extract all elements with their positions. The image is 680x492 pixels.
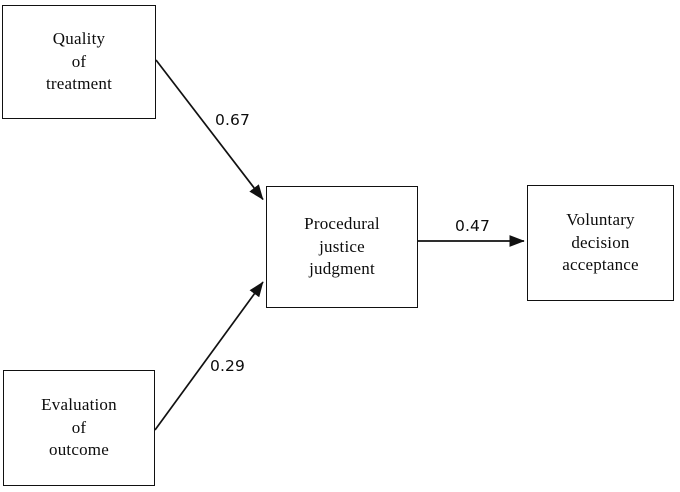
- node-label-line: Voluntary: [566, 210, 635, 230]
- node-label-line: of: [71, 51, 87, 71]
- node-evaluation-of-outcome: Evaluation of outcome: [3, 370, 155, 486]
- node-label-line: judgment: [309, 259, 375, 279]
- node-label-line: decision: [571, 232, 630, 252]
- node-label-line: acceptance: [562, 255, 639, 275]
- edge-coefficient-quality-to-procedural: 0.67: [215, 111, 250, 129]
- node-label-line: treatment: [46, 74, 112, 94]
- edge-evaluation-to-procedural: [154, 281, 264, 431]
- node-voluntary-decision-acceptance: Voluntary decision acceptance: [527, 185, 674, 301]
- node-procedural-justice-judgment: Procedural justice judgment: [266, 186, 418, 308]
- node-quality-of-treatment: Quality of treatment: [2, 5, 156, 119]
- node-label-line: of: [71, 417, 87, 437]
- edge-coefficient-evaluation-to-procedural: 0.29: [210, 357, 245, 375]
- edge-coefficient-procedural-to-voluntary: 0.47: [455, 217, 490, 235]
- node-label-line: Procedural: [304, 214, 380, 234]
- node-label-line: justice: [319, 236, 365, 256]
- node-label-line: outcome: [49, 440, 109, 460]
- node-label-line: Evaluation: [41, 395, 117, 415]
- edge-quality-to-procedural: [155, 59, 264, 201]
- node-label-line: Quality: [52, 29, 106, 49]
